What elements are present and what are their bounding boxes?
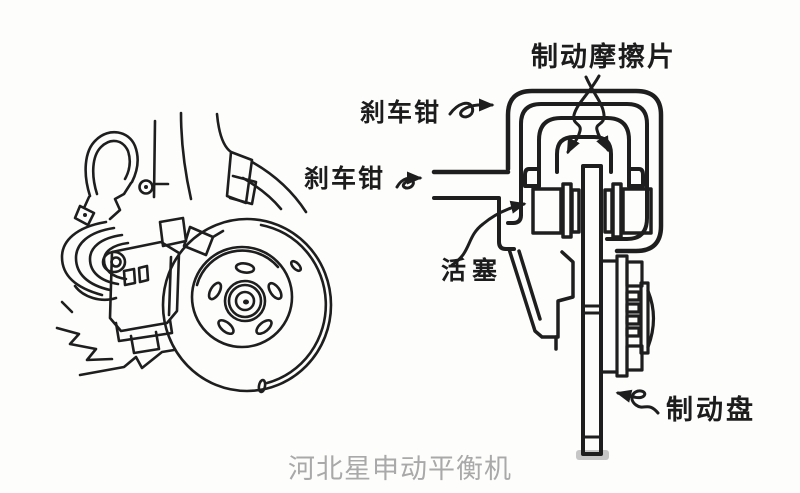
right-pad	[603, 188, 614, 234]
brake-disc	[581, 164, 603, 456]
right-piston	[621, 187, 653, 235]
suspension-lines	[55, 326, 176, 377]
caliper-bridge	[523, 116, 645, 188]
label-brake-pads: 制动摩擦片	[531, 42, 676, 73]
curly-arrow-pads-left-icon	[566, 74, 601, 155]
curly-arrow-caliper-top-icon	[448, 98, 495, 119]
bolt-detail	[138, 179, 154, 195]
caliper-body	[108, 216, 225, 355]
curly-arrow-caliper-mid-icon	[395, 171, 423, 190]
wheel-assembly-sketch	[55, 111, 333, 394]
caliper-cross-section	[431, 88, 664, 460]
label-caliper-mid: 刹车钳	[304, 164, 386, 193]
brake-hose	[73, 130, 139, 227]
curly-arrow-disc-icon	[615, 389, 660, 415]
left-piston	[531, 187, 563, 235]
wheel-hub	[599, 254, 656, 378]
left-pad-backing	[561, 182, 573, 239]
watermark-caption: 河北星申动平衡机	[288, 454, 512, 485]
cv-boot	[60, 220, 130, 314]
pistons-and-pads	[531, 182, 653, 239]
curly-arrow-piston-icon	[450, 200, 527, 267]
caliper-bracket	[507, 247, 575, 351]
label-caliper-top: 刹车钳	[360, 98, 442, 127]
right-pad-backing	[611, 182, 623, 239]
curly-arrow-pads-right-icon	[584, 75, 610, 153]
label-piston: 活塞	[441, 256, 504, 285]
label-disc: 制动盘	[666, 395, 756, 426]
rotor	[161, 217, 333, 394]
annotation-arrows	[395, 74, 660, 415]
left-pad	[570, 188, 581, 234]
strut-knuckle	[152, 111, 308, 214]
